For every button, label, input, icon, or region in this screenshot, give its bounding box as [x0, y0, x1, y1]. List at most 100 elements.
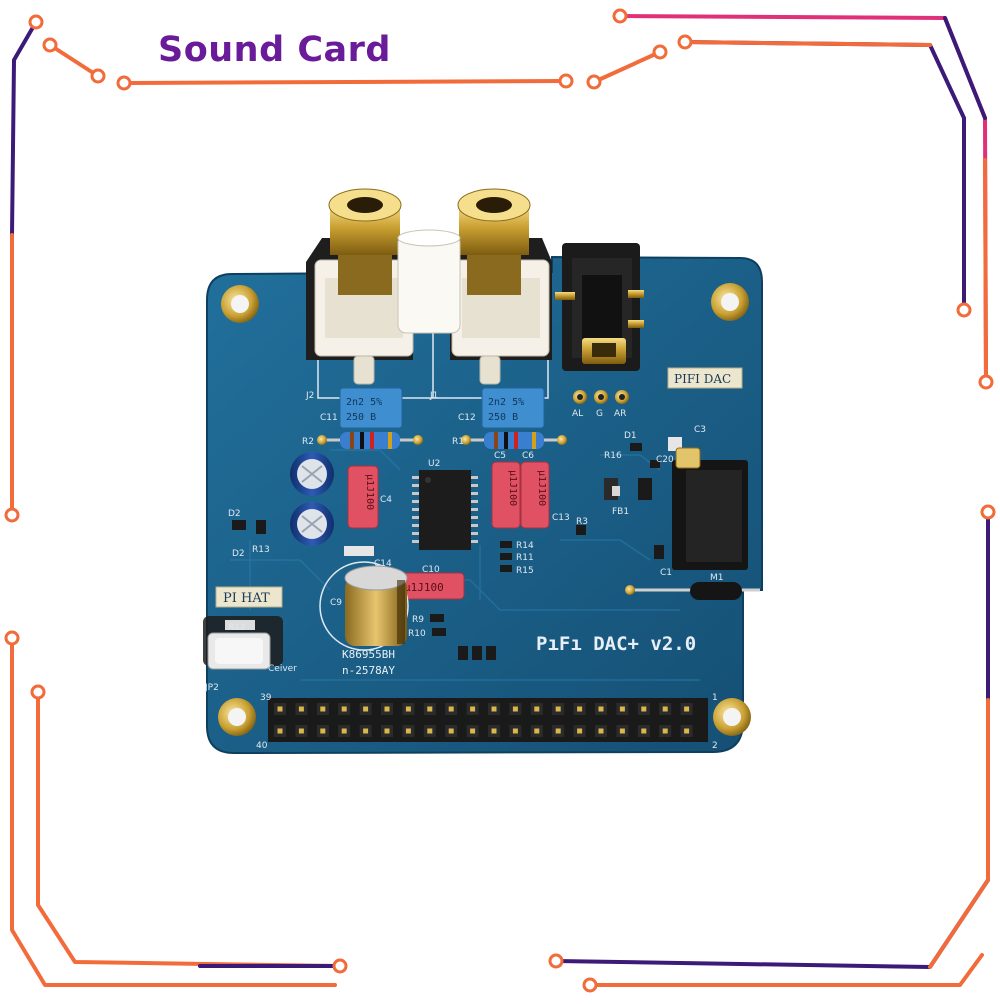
pi-hat-label: PI HAT: [215, 586, 283, 608]
dac-chip-u2: [412, 470, 478, 550]
gpio-pin-tip: [662, 706, 668, 712]
ir-receiver: [203, 616, 283, 670]
gpio-pin-tip: [448, 706, 454, 712]
ir-receiver-label: Ceiver: [268, 664, 297, 674]
gpio-pin-tip: [555, 706, 561, 712]
svg-text:D2: D2: [232, 549, 245, 559]
gpio-pin-tip: [555, 728, 561, 734]
gpio-pin-tip: [662, 728, 668, 734]
gpio-pin-tip: [491, 706, 497, 712]
svg-text:R14: R14: [516, 541, 534, 551]
gpio-pin-tip: [619, 728, 625, 734]
svg-text:C5: C5: [494, 451, 506, 461]
jack-output-pins: AL G AR: [572, 390, 629, 419]
film-capacitor-c11: 2n2 5% 250 B: [339, 387, 403, 429]
svg-text:μ1J100: μ1J100: [404, 581, 444, 594]
svg-text:C3: C3: [694, 425, 706, 435]
rca-jack-right: [450, 188, 552, 385]
svg-text:PIFI DAC: PIFI DAC: [674, 372, 731, 386]
svg-text:R3: R3: [576, 517, 588, 527]
silkscreen-labels: PıFı DAC+ v2.0 K86955BH n-2578AY Ceiver …: [204, 391, 724, 751]
svg-text:R1: R1: [452, 437, 464, 447]
gpio-pin-tip: [405, 706, 411, 712]
gpio-pin-tip: [298, 706, 304, 712]
red-capacitor-c10: μ1J100: [397, 572, 465, 600]
svg-text:C12: C12: [458, 413, 476, 423]
frame-trace-left: [10, 20, 38, 517]
gpio-pin-tip: [684, 706, 690, 712]
svg-text:C1: C1: [660, 568, 672, 578]
gpio-pin-tip: [598, 728, 604, 734]
gpio-pin-tip: [277, 706, 283, 712]
electrolytic-capacitor-blue-1: [290, 452, 334, 496]
jack-pin-label-al: AL: [572, 409, 583, 419]
gpio-pin-tip: [491, 728, 497, 734]
board-model-name: PıFı DAC+ v2.0: [536, 633, 696, 655]
svg-text:250 B: 250 B: [488, 412, 518, 423]
smd-components: [232, 437, 682, 660]
svg-text:C4: C4: [380, 495, 392, 505]
page-title: Sound Card: [158, 30, 391, 70]
svg-text:C6: C6: [522, 451, 534, 461]
rca-jack-left: [306, 188, 414, 385]
gpio-pin-39-label: 39: [260, 693, 272, 703]
svg-text:R16: R16: [604, 451, 622, 461]
diode-m1: [625, 582, 760, 600]
svg-text:μ1J100: μ1J100: [364, 474, 375, 510]
svg-text:FB1: FB1: [612, 507, 629, 517]
gpio-pin-tip: [363, 728, 369, 734]
gpio-pin-tip: [298, 728, 304, 734]
svg-text:R9: R9: [412, 615, 424, 625]
svg-text:R2: R2: [302, 437, 314, 447]
chip-marking-2: n-2578AY: [342, 664, 395, 677]
svg-text:C20: C20: [656, 455, 674, 465]
svg-text:250 B: 250 B: [346, 412, 376, 423]
electrolytic-capacitor-c9: [319, 561, 409, 651]
svg-text:R11: R11: [516, 553, 534, 563]
rca-center-post: [397, 229, 461, 334]
gpio-pin-tip: [641, 728, 647, 734]
circuit-frame-nodes: [4, 8, 996, 993]
resistor-r1: [461, 432, 567, 449]
gpio-pin-tip: [384, 706, 390, 712]
power-connector: [672, 447, 748, 570]
svg-text:D1: D1: [624, 431, 637, 441]
svg-text:C11: C11: [320, 413, 338, 423]
gpio-pin-tip: [427, 706, 433, 712]
svg-text:2n2 5%: 2n2 5%: [346, 397, 382, 408]
gpio-pin-tip: [577, 706, 583, 712]
gpio-pin-tip: [470, 706, 476, 712]
film-capacitor-c12: 2n2 5% 250 B: [481, 387, 545, 429]
svg-text:JP2: JP2: [204, 683, 219, 693]
svg-text:U2: U2: [428, 459, 440, 469]
gpio-pin-tip: [598, 706, 604, 712]
gpio-pin-tip: [341, 706, 347, 712]
gpio-pin-tip: [512, 728, 518, 734]
gpio-pin-tip: [320, 706, 326, 712]
gpio-pin-tip: [619, 706, 625, 712]
red-capacitor-c4: μ1J100: [347, 465, 379, 529]
svg-text:R13: R13: [252, 545, 270, 555]
gpio-pin-tip: [470, 728, 476, 734]
jack-pin-label-ar: AR: [614, 409, 626, 419]
resistor-r2: [317, 432, 423, 449]
svg-text:J1: J1: [429, 391, 438, 401]
gpio-pin-tip: [534, 706, 540, 712]
gpio-pin-tip: [427, 728, 433, 734]
gpio-pin-tip: [684, 728, 690, 734]
svg-text:C10: C10: [422, 565, 440, 575]
gpio-pin-40-label: 40: [256, 741, 268, 751]
gpio-pin-tip: [448, 728, 454, 734]
gpio-pin-tip: [512, 706, 518, 712]
gpio-header-40-pin: [268, 698, 708, 742]
svg-text:C9: C9: [330, 598, 342, 608]
gpio-pin-tip: [384, 728, 390, 734]
gpio-pin-tip: [577, 728, 583, 734]
svg-text:μ1J100: μ1J100: [507, 470, 518, 506]
headphone-jack: [555, 243, 644, 371]
svg-text:M1: M1: [710, 573, 724, 583]
frame-trace-bottom-left: [10, 636, 337, 987]
jack-pin-label-g: G: [596, 409, 603, 419]
